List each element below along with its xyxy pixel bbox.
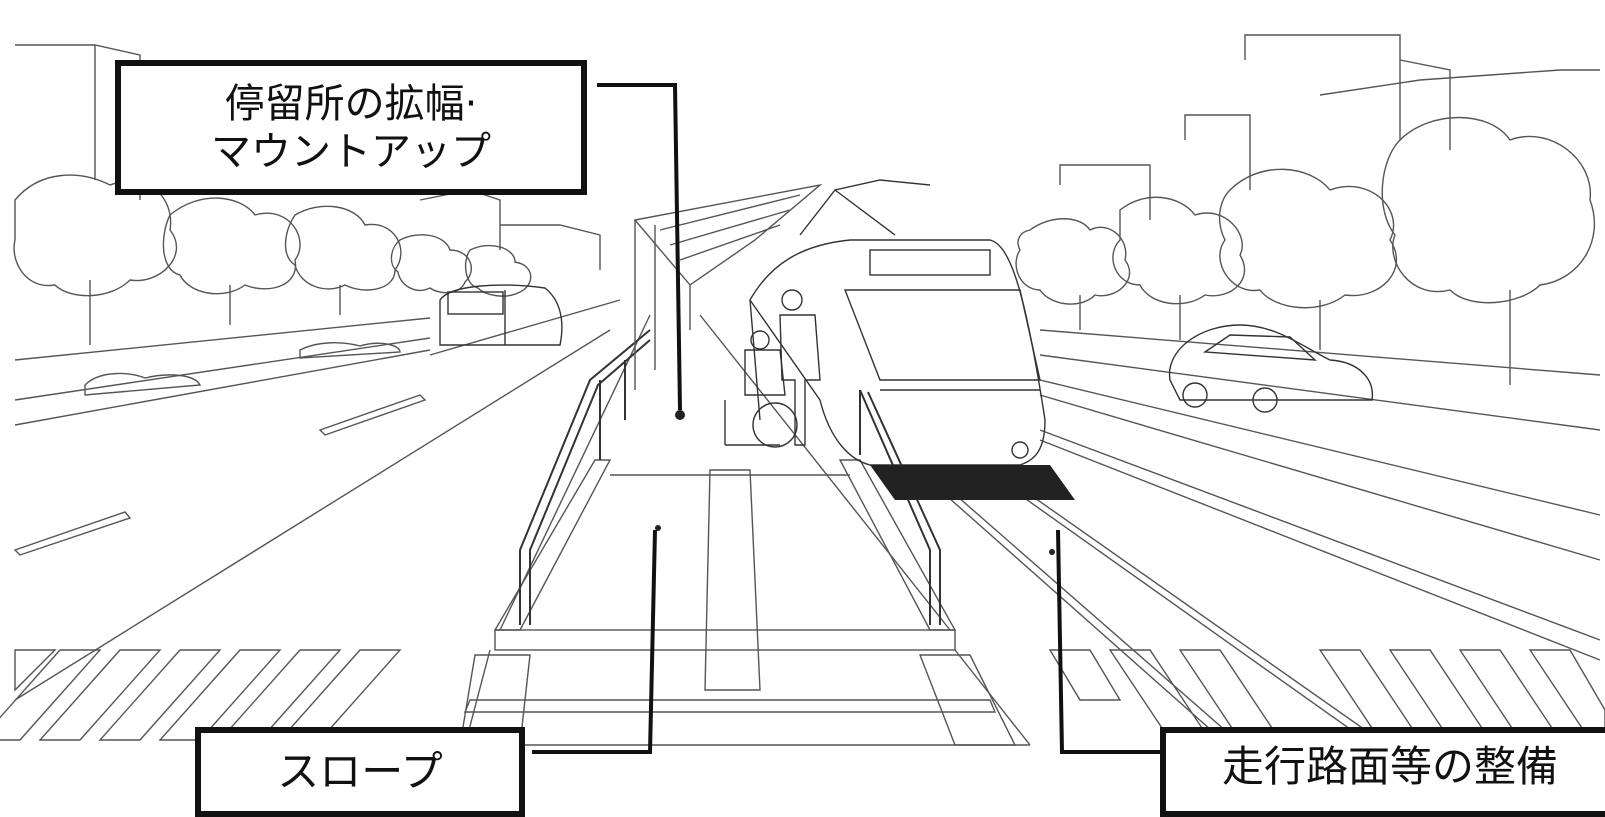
car	[1168, 324, 1374, 413]
tactile-paving	[704, 469, 761, 691]
label-slope-text: スロープ	[277, 747, 443, 796]
left-road	[13, 299, 621, 701]
right-buildings	[1059, 34, 1600, 220]
label-stop-line2: マウントアップ	[211, 128, 491, 175]
wheelchair-user	[724, 289, 821, 448]
left-trees	[13, 174, 532, 345]
label-stop-expansion: 停留所の拡幅· マウントアップ	[115, 60, 587, 195]
label-slope: スロープ	[195, 727, 525, 817]
van	[439, 284, 563, 346]
leader-lines	[532, 83, 1160, 754]
shelter	[633, 183, 823, 390]
label-road-text: 走行路面等の整備	[1221, 742, 1558, 791]
tram	[749, 179, 1046, 466]
right-trees	[1015, 116, 1595, 385]
label-stop-line1: 停留所の拡幅·	[224, 80, 478, 127]
platform	[459, 314, 1031, 746]
label-road-surface: 走行路面等の整備	[1160, 727, 1605, 817]
handrails	[519, 329, 941, 625]
